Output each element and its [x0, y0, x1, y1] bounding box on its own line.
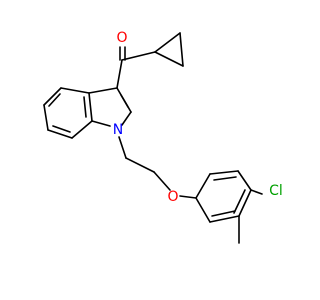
bond-ar3-ar4: [237, 170, 252, 191]
bond-o-aryl: [179, 195, 197, 199]
bond-ar2-ar3-b: [213, 176, 237, 181]
bond-c3a-c7a-inner: [83, 96, 87, 118]
chlorine-label: Cl: [269, 183, 283, 199]
atom-labels: O N O Cl: [113, 30, 283, 205]
bond-ar5-ar6-a: [209, 215, 240, 223]
bond-ar2-ar3-a: [209, 170, 239, 175]
bond-c3a-c7a: [88, 92, 93, 122]
bond-carbonyl-to-indole-c3: [116, 59, 123, 89]
bond-c4-c5-b: [48, 93, 61, 107]
bond-ar4-cl: [250, 189, 263, 195]
bond-ar4-ar5: [238, 189, 252, 217]
oxygen-label-carbonyl: O: [116, 30, 127, 46]
cyclopropyl-ketone-bonds: [116, 32, 184, 89]
bond-c3a-c4: [60, 87, 90, 94]
aryl-ring-bonds: [195, 170, 263, 244]
molecule-structure: O N O Cl: [43, 30, 283, 244]
bond-c6-c7-a: [47, 129, 73, 139]
oxygen-label-ether: O: [167, 189, 178, 205]
bond-c3-c3a: [88, 87, 118, 94]
bond-ar5-ar6-b: [211, 210, 236, 217]
bond-ar4-inner: [233, 189, 246, 214]
bond-c7-c7a: [71, 120, 93, 139]
bond-ar1-ar2: [195, 173, 211, 199]
nitrogen-label: N: [113, 122, 123, 138]
bond-c5-c6: [43, 104, 49, 131]
bond-ch2-ch2: [125, 157, 155, 173]
bond-cyclopropyl-1: [154, 32, 181, 53]
bond-cyclopropyl-3: [154, 51, 184, 67]
bond-c3-c2-b: [120, 94, 129, 108]
bond-c6-c7-b: [52, 125, 71, 133]
bond-c4-c5-a: [43, 87, 62, 106]
bond-ch2-o: [153, 171, 171, 191]
bond-n1-c7a: [91, 120, 111, 127]
indole-bonds: [43, 87, 132, 139]
bond-n1-ch2: [118, 136, 127, 159]
bond-ar6-ar1: [195, 197, 211, 223]
bond-cyclopropyl-2: [179, 32, 184, 67]
bond-carbonyl-to-cyclopropyl: [121, 51, 156, 61]
bond-c2-n1: [121, 111, 132, 126]
linker-bonds: [118, 136, 197, 199]
